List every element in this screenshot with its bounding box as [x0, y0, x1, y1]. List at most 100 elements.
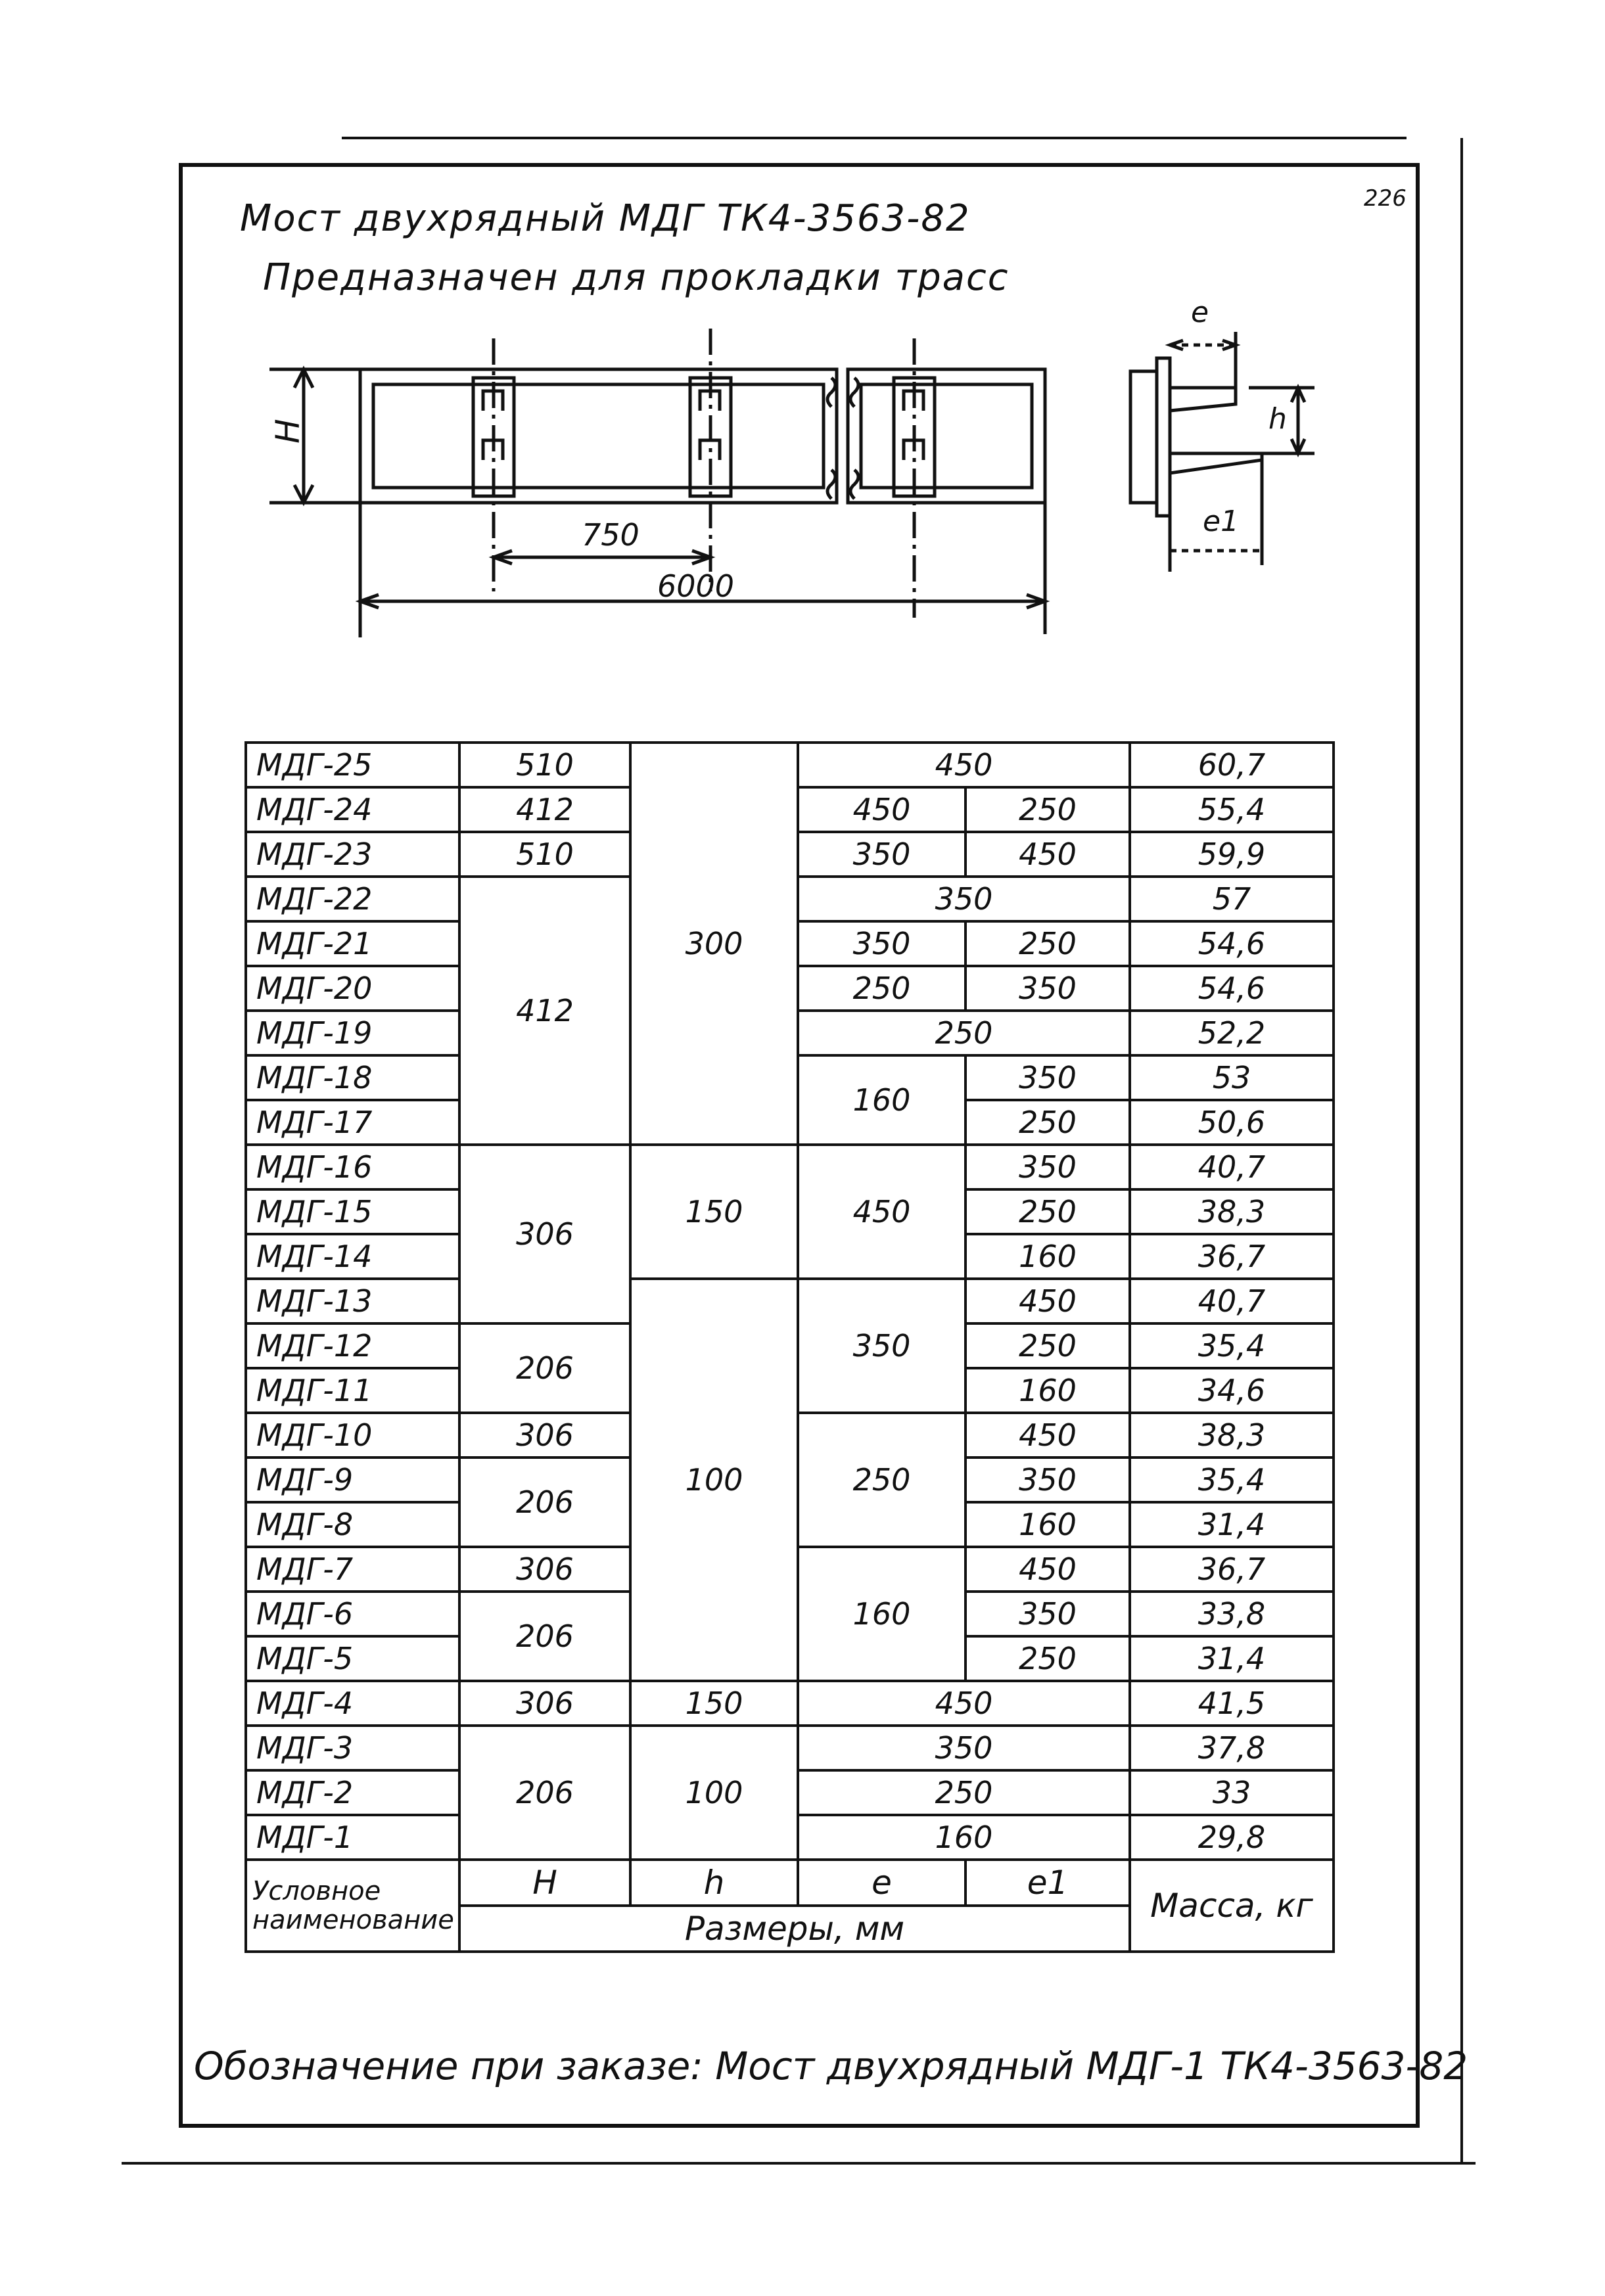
table-row: МДГ-20 250 350 54,6	[244, 965, 1335, 1012]
cell-e: 160	[797, 1054, 967, 1146]
order-designation: Обозначение при заказе: Мост двухрядный …	[194, 2044, 1468, 2088]
cell-mass: 60,7	[1128, 741, 1335, 789]
table-header-row: Условное наименование H h e e1 Масса, кг	[244, 1858, 1335, 1953]
top-rule	[342, 137, 1407, 139]
table-row: МДГ-5 250 31,4	[244, 1635, 1335, 1682]
table-row: МДГ-12 206 250 35,4	[244, 1322, 1335, 1414]
cell-H: 412	[458, 786, 632, 833]
cell-h: 100	[629, 1277, 799, 1682]
cell-mass: 37,8	[1128, 1724, 1335, 1772]
cell-mass: 53	[1128, 1054, 1335, 1101]
cell-mass: 40,7	[1128, 1143, 1335, 1191]
cell-e: 250	[797, 1009, 1131, 1057]
cell-e1: 250	[964, 1099, 1131, 1146]
row-name: МДГ-13	[244, 1277, 461, 1325]
table-row: МДГ-19 250 52,2	[244, 1009, 1335, 1057]
cell-mass: 40,7	[1128, 1277, 1335, 1325]
cell-mass: 33	[1128, 1769, 1335, 1816]
cell-H: 412	[458, 875, 632, 1146]
row-name: МДГ-19	[244, 1009, 461, 1057]
table-row: МДГ-11 160 34,6	[244, 1367, 1335, 1414]
row-name: МДГ-15	[244, 1188, 461, 1235]
drawing-frame	[179, 163, 1420, 2128]
row-name: МДГ-18	[244, 1054, 461, 1101]
cell-e: 160	[797, 1546, 967, 1682]
cell-e1: 160	[964, 1367, 1131, 1414]
dim-label-H: H	[269, 419, 307, 444]
table-row: МДГ-6 206 350 33,8	[244, 1590, 1335, 1682]
row-name: МДГ-14	[244, 1233, 461, 1280]
drawing-purpose: Предназначен для прокладки трасс	[263, 256, 1010, 299]
cell-h: 150	[629, 1680, 799, 1727]
table-row: МДГ-21 350 250 54,6	[244, 920, 1335, 967]
row-name: МДГ-9	[244, 1456, 461, 1504]
cell-e1: 350	[964, 1054, 1131, 1101]
table-row: МДГ-3 206 100 350 37,8	[244, 1724, 1335, 1861]
row-name: МДГ-21	[244, 920, 461, 967]
table-row: МДГ-2 250 33	[244, 1769, 1335, 1816]
table-row: МДГ-24 412 450 250 55,4	[244, 786, 1335, 833]
right-edge-rule	[1460, 138, 1463, 2165]
header-H: H	[458, 1858, 632, 1907]
dim-label-6000: 6000	[657, 568, 734, 604]
cell-e1: 450	[964, 831, 1131, 878]
cell-e: 450	[797, 1680, 1131, 1727]
cell-e: 350	[797, 875, 1131, 923]
cell-e: 450	[797, 1143, 967, 1280]
table-row: МДГ-16 306 150 450 350 40,7	[244, 1143, 1335, 1325]
header-e1: e1	[964, 1858, 1131, 1907]
row-name: МДГ-25	[244, 741, 461, 789]
row-name: МДГ-6	[244, 1590, 461, 1638]
header-mass: Масса, кг	[1128, 1858, 1335, 1953]
cell-e1: 350	[964, 1143, 1131, 1191]
header-h: h	[629, 1858, 799, 1907]
cell-e1: 350	[964, 1456, 1131, 1504]
cell-mass: 36,7	[1128, 1546, 1335, 1593]
cell-mass: 38,3	[1128, 1412, 1335, 1459]
cell-h: 100	[629, 1724, 799, 1861]
cell-mass: 33,8	[1128, 1590, 1335, 1638]
table-row: МДГ-1 160 29,8	[244, 1814, 1335, 1861]
table-row: МДГ-8 160 31,4	[244, 1501, 1335, 1548]
row-name: МДГ-24	[244, 786, 461, 833]
table-row: МДГ-23 510 350 450 59,9	[244, 831, 1335, 878]
cell-e: 450	[797, 741, 1131, 789]
cell-H: 206	[458, 1724, 632, 1861]
cell-mass: 34,6	[1128, 1367, 1335, 1414]
cell-e1: 250	[964, 786, 1131, 833]
cell-mass: 57	[1128, 875, 1335, 923]
cell-e1: 250	[964, 1188, 1131, 1235]
cell-e1: 160	[964, 1501, 1131, 1548]
row-name: МДГ-22	[244, 875, 461, 923]
cell-e: 350	[797, 831, 967, 878]
cell-e1: 450	[964, 1546, 1131, 1593]
cell-H: 510	[458, 831, 632, 878]
cell-mass: 54,6	[1128, 965, 1335, 1012]
cell-mass: 36,7	[1128, 1233, 1335, 1280]
cell-mass: 55,4	[1128, 786, 1335, 833]
bottom-rule	[122, 2162, 1476, 2165]
dim-label-750: 750	[582, 517, 640, 553]
table-row: МДГ-9 206 350 35,4	[244, 1456, 1335, 1548]
cell-mass: 50,6	[1128, 1099, 1335, 1146]
cell-mass: 41,5	[1128, 1680, 1335, 1727]
cell-h: 300	[629, 741, 799, 1146]
cell-e1: 350	[964, 1590, 1131, 1638]
cell-H: 206	[458, 1322, 632, 1414]
table-row: МДГ-10 306 250 450 38,3	[244, 1412, 1335, 1548]
cell-e1: 350	[964, 965, 1131, 1012]
bridge-drawing: H 750 6000 e e1 h	[269, 296, 1314, 637]
row-name: МДГ-10	[244, 1412, 461, 1459]
table-row: МДГ-18 160 350 53	[244, 1054, 1335, 1146]
cell-e1: 450	[964, 1412, 1131, 1459]
row-name: МДГ-20	[244, 965, 461, 1012]
cell-e: 350	[797, 920, 967, 967]
table-header-row: Размеры, мм	[246, 1904, 1334, 1953]
cell-e: 160	[797, 1814, 1131, 1861]
row-name: МДГ-3	[244, 1724, 461, 1772]
row-name: МДГ-12	[244, 1322, 461, 1369]
cell-mass: 29,8	[1128, 1814, 1335, 1861]
specification-table: МДГ-25 510 300 450 60,7 МДГ-24 412 450 2…	[244, 741, 1335, 1953]
cell-mass: 54,6	[1128, 920, 1335, 967]
dim-label-e: e	[1191, 296, 1209, 329]
